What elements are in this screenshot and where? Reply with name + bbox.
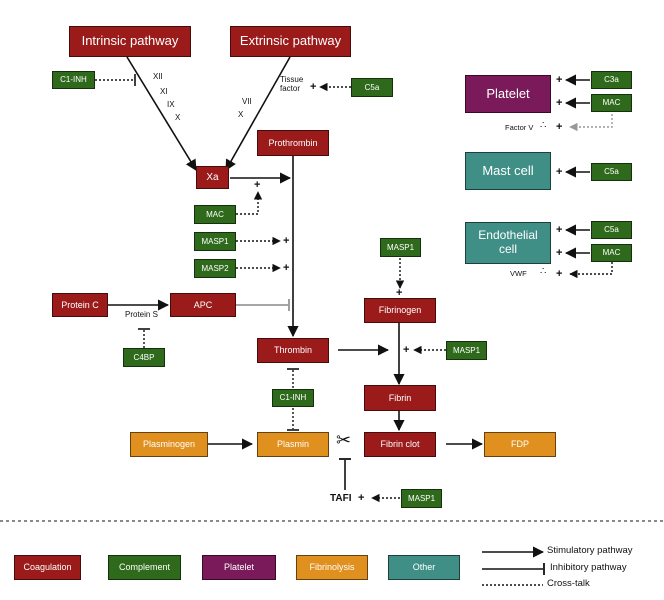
vwf-label: VWF <box>510 269 527 278</box>
fibrin-clot-box: Fibrin clot <box>364 432 436 457</box>
extrinsic-pathway-box: Extrinsic pathway <box>230 26 351 57</box>
mac-to-vwf-crosstalk <box>569 262 613 279</box>
factor-x-intrinsic-label: X <box>175 113 181 122</box>
masp2-box: MASP2 <box>194 259 236 278</box>
masp1-box: MASP1 <box>194 232 236 251</box>
scissors-icon: ✂ <box>336 430 352 450</box>
fibrinogen-box: Fibrinogen <box>364 298 436 323</box>
c5a-endothelial-box: C5a <box>591 221 632 239</box>
thrombin-box: Thrombin <box>257 338 329 363</box>
plus-sign: + <box>283 235 290 247</box>
c4bp-box: C4BP <box>123 348 165 367</box>
apc-box: APC <box>170 293 236 317</box>
mac-to-xa-crosstalk <box>236 191 263 215</box>
intrinsic-pathway-box: Intrinsic pathway <box>69 26 191 57</box>
legend-complement: Complement <box>108 555 181 580</box>
tissue-factor-label: Tissue factor <box>280 75 304 93</box>
plus-sign: + <box>254 179 261 191</box>
intrinsic-to-xa-arrow <box>126 56 197 171</box>
legend-stimulatory-label: Stimulatory pathway <box>547 545 633 556</box>
plus-sign: + <box>310 81 317 93</box>
platelet-box: Platelet <box>465 75 551 113</box>
plus-sign: + <box>403 344 410 356</box>
fibrin-box: Fibrin <box>364 385 436 411</box>
legend-inhibitory-label: Inhibitory pathway <box>550 562 627 573</box>
plus-sign: + <box>396 287 403 299</box>
plus-sign: + <box>358 492 365 504</box>
factor-xi-label: XI <box>160 87 168 96</box>
protein-s-label: Protein S <box>125 310 158 319</box>
mac-platelet-box: MAC <box>591 94 632 112</box>
factor-xii-label: XII <box>153 72 163 81</box>
mac-to-factorv-crosstalk <box>569 114 613 132</box>
endothelial-cell-box: Endothelial cell <box>465 222 551 264</box>
legend-other: Other <box>388 555 460 580</box>
legend-crosstalk-label: Cross-talk <box>547 578 590 589</box>
fdp-box: FDP <box>484 432 556 457</box>
extrinsic-to-xa-arrow <box>225 56 291 171</box>
c5a-mast-box: C5a <box>591 163 632 181</box>
plus-sign: + <box>556 74 563 86</box>
xa-box: Xa <box>196 166 229 189</box>
c3a-platelet-box: C3a <box>591 71 632 89</box>
tafi-label: TAFI <box>330 493 352 504</box>
prothrombin-box: Prothrombin <box>257 130 329 156</box>
c5a-tissue-box: C5a <box>351 78 393 97</box>
vwf-dots: ∴ <box>540 266 547 277</box>
mast-cell-box: Mast cell <box>465 152 551 190</box>
plus-sign: + <box>556 121 563 133</box>
plus-sign: + <box>556 224 563 236</box>
factor-v-label: Factor V <box>505 123 534 132</box>
plus-sign: + <box>556 97 563 109</box>
c1inh-mid-box: C1-INH <box>272 389 314 407</box>
legend-platelet: Platelet <box>202 555 276 580</box>
plus-sign: + <box>556 268 563 280</box>
factor-x-extrinsic-label: X <box>238 110 244 119</box>
plasminogen-box: Plasminogen <box>130 432 208 457</box>
c1inh-top-box: C1-INH <box>52 71 95 89</box>
masp1-fibrin-box: MASP1 <box>446 341 487 360</box>
mac-xa-box: MAC <box>194 205 236 224</box>
factor-vii-label: VII <box>242 97 252 106</box>
plus-sign: + <box>556 166 563 178</box>
legend-coagulation: Coagulation <box>14 555 81 580</box>
masp1-fibrinogen-box: MASP1 <box>380 238 421 257</box>
plus-sign: + <box>556 247 563 259</box>
factor-ix-label: IX <box>167 100 175 109</box>
legend-fibrinolysis: Fibrinolysis <box>296 555 368 580</box>
plasmin-box: Plasmin <box>257 432 329 457</box>
mac-endothelial-box: MAC <box>591 244 632 262</box>
plus-sign: + <box>283 262 290 274</box>
masp1-tafi-box: MASP1 <box>401 489 442 508</box>
protein-c-box: Protein C <box>52 293 108 317</box>
factor-v-dots: ∴ <box>540 120 547 131</box>
